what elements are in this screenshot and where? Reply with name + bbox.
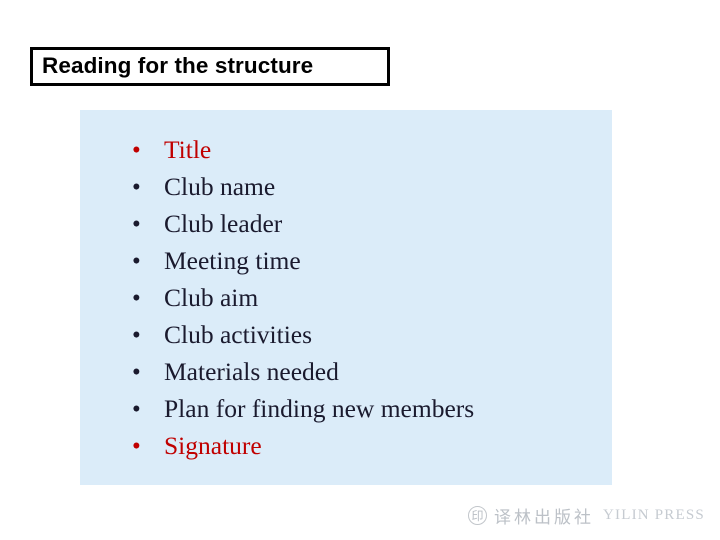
bullet-icon: • bbox=[132, 396, 141, 423]
title-box: Reading for the structure bbox=[30, 47, 390, 86]
list-item: • Materials needed bbox=[132, 353, 474, 390]
publisher-name-en: YILIN PRESS bbox=[603, 507, 705, 523]
list-item-label: Club activities bbox=[164, 320, 313, 349]
list-item-label: Materials needed bbox=[164, 357, 339, 386]
list-item: • Plan for finding new members bbox=[132, 390, 474, 427]
bullet-icon: • bbox=[132, 211, 141, 238]
list-item: • Club name bbox=[132, 168, 474, 205]
list-item: • Club leader bbox=[132, 205, 474, 242]
bullet-icon: • bbox=[132, 322, 141, 349]
content-panel: • Title • Club name • Club leader • Meet… bbox=[80, 110, 612, 485]
bullet-icon: • bbox=[132, 137, 141, 164]
bullet-icon: • bbox=[132, 359, 141, 386]
list-item: • Club activities bbox=[132, 316, 474, 353]
bullet-icon: • bbox=[132, 248, 141, 275]
publisher-name-cn: 译林出版社 bbox=[494, 508, 594, 528]
list-item-label: Club aim bbox=[164, 283, 259, 312]
list-item-label: Club name bbox=[164, 172, 276, 201]
list-item: • Meeting time bbox=[132, 242, 474, 279]
bullet-icon: • bbox=[132, 433, 141, 460]
publisher-logo-icon: 印 bbox=[468, 506, 487, 525]
list-item: • Title bbox=[132, 131, 474, 168]
list-item-label: Title bbox=[164, 135, 212, 164]
list-item-label: Plan for finding new members bbox=[164, 394, 475, 423]
list-item: • Club aim bbox=[132, 279, 474, 316]
list-item-label: Meeting time bbox=[164, 246, 301, 275]
list-item-label: Club leader bbox=[164, 209, 283, 238]
list-item: • Signature bbox=[132, 427, 474, 464]
list-item-label: Signature bbox=[164, 431, 262, 460]
bullet-icon: • bbox=[132, 285, 141, 312]
page-title: Reading for the structure bbox=[42, 53, 314, 79]
publisher-watermark: 印 译林出版社 YILIN PRESS bbox=[468, 503, 705, 528]
structure-bullet-list: • Title • Club name • Club leader • Meet… bbox=[132, 131, 474, 464]
bullet-icon: • bbox=[132, 174, 141, 201]
